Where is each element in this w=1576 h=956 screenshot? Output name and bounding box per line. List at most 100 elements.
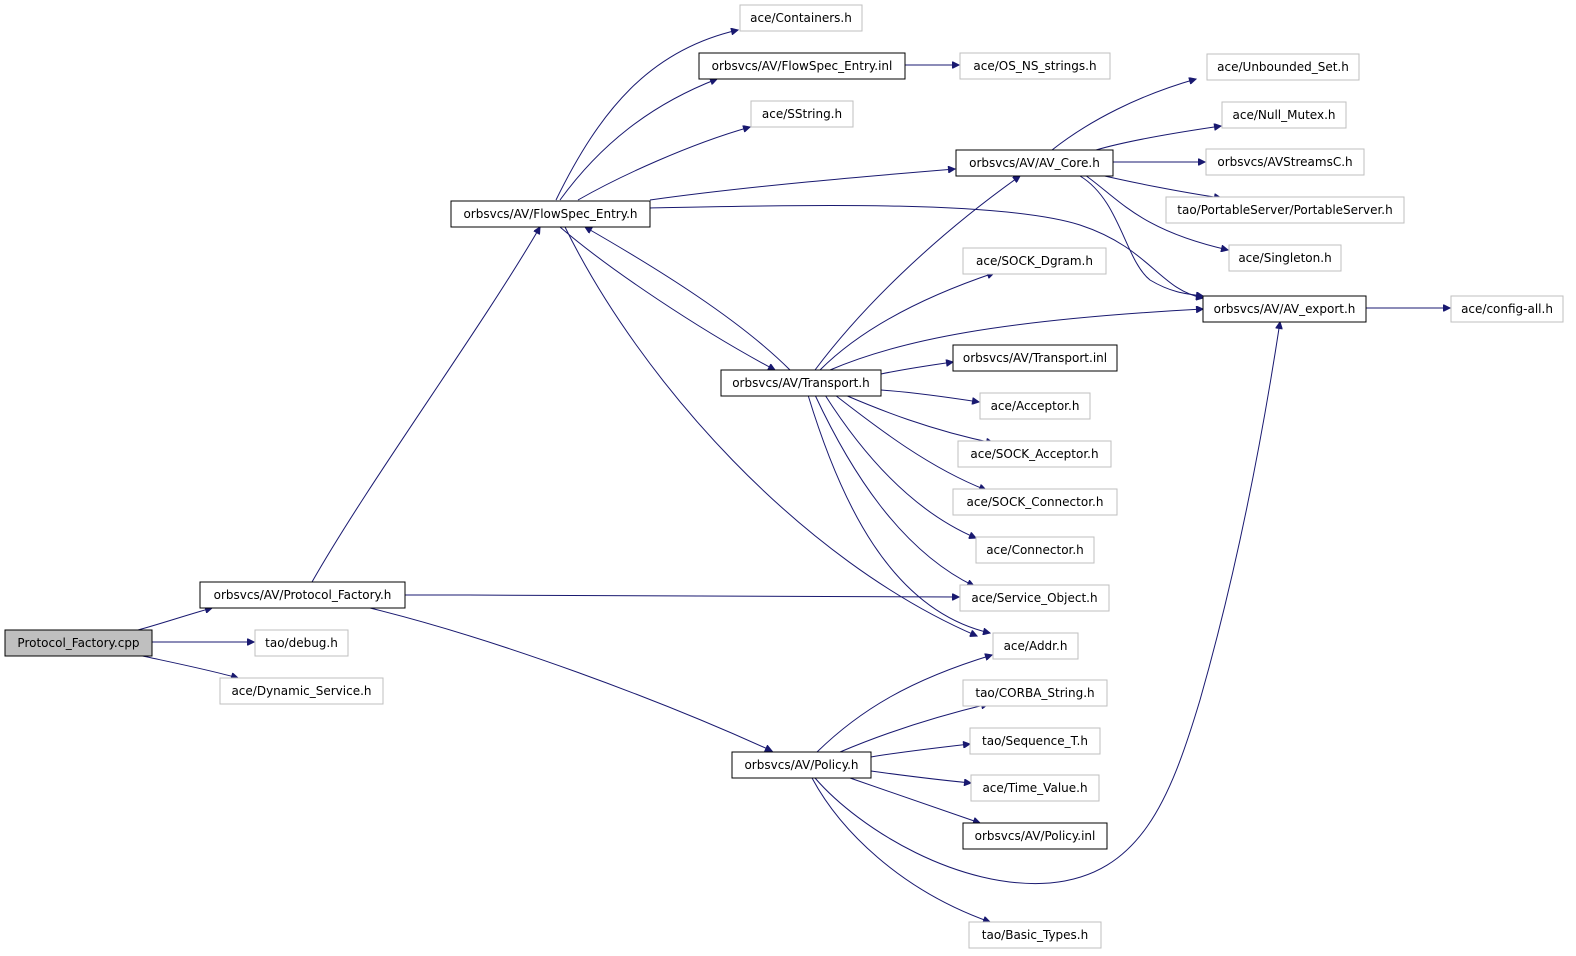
node-label-acceptor-h: ace/Acceptor.h — [991, 399, 1080, 413]
node-unbounded-set-h[interactable]: ace/Unbounded_Set.h — [1206, 53, 1360, 81]
edge-transport-h-to-service-object-h — [814, 394, 974, 586]
node-label-protocol-factory-h: orbsvcs/AV/Protocol_Factory.h — [214, 588, 392, 602]
node-label-time-value-h: ace/Time_Value.h — [982, 781, 1087, 795]
edge-flowspec-entry-h-to-av-core-h — [649, 169, 955, 201]
edge-transport-h-to-sock-acceptor-h — [844, 394, 993, 443]
edge-av-core-h-to-portableserver-h — [1095, 173, 1221, 198]
node-label-protocol-factory-cpp: Protocol_Factory.cpp — [17, 636, 139, 650]
node-label-config-all-h: ace/config-all.h — [1461, 302, 1553, 316]
edge-av-core-h-to-null-mutex-h — [1095, 126, 1221, 151]
edge-transport-h-to-flowspec-entry-h — [585, 227, 791, 371]
node-label-sock-dgram-h: ace/SOCK_Dgram.h — [976, 254, 1093, 268]
edge-protocol-factory-cpp-to-protocol-factory-h — [137, 608, 212, 631]
edge-transport-h-to-connector-h — [824, 394, 976, 538]
node-sequence-t-h[interactable]: tao/Sequence_T.h — [969, 727, 1101, 755]
node-label-service-object-h: ace/Service_Object.h — [971, 591, 1097, 605]
edge-policy-h-to-basic-types-h — [811, 777, 990, 922]
edge-protocol-factory-h-to-policy-h — [369, 607, 772, 751]
edge-av-core-h-to-unbounded-set-h — [1051, 79, 1196, 151]
node-containers-h[interactable]: ace/Containers.h — [739, 4, 863, 32]
node-flowspec-entry-h[interactable]: orbsvcs/AV/FlowSpec_Entry.h — [450, 200, 651, 228]
edge-protocol-factory-h-to-service-object-h — [404, 595, 959, 597]
node-label-av-export-h: orbsvcs/AV/AV_export.h — [1214, 302, 1356, 316]
node-connector-h[interactable]: ace/Connector.h — [975, 536, 1095, 564]
edge-transport-h-to-transport-inl — [880, 362, 953, 375]
node-policy-inl[interactable]: orbsvcs/AV/Policy.inl — [962, 822, 1108, 850]
edge-flowspec-entry-h-to-addr-h — [564, 226, 977, 636]
edge-transport-h-to-addr-h — [807, 394, 990, 633]
node-label-os-ns-strings-h: ace/OS_NS_strings.h — [973, 59, 1096, 73]
edge-policy-h-to-av-export-h — [814, 322, 1280, 885]
node-label-sock-connector-h: ace/SOCK_Connector.h — [967, 495, 1104, 509]
node-config-all-h[interactable]: ace/config-all.h — [1450, 295, 1564, 323]
node-label-transport-inl: orbsvcs/AV/Transport.inl — [963, 351, 1107, 365]
node-corba-string-h[interactable]: tao/CORBA_String.h — [962, 679, 1108, 707]
node-debug-h[interactable]: tao/debug.h — [254, 629, 349, 657]
node-label-addr-h: ace/Addr.h — [1004, 639, 1068, 653]
node-av-export-h[interactable]: orbsvcs/AV/AV_export.h — [1202, 295, 1367, 323]
node-protocol-factory-cpp[interactable]: Protocol_Factory.cpp — [4, 629, 153, 657]
node-label-singleton-h: ace/Singleton.h — [1238, 251, 1331, 265]
node-label-debug-h: tao/debug.h — [265, 636, 338, 650]
node-dynamic-service-h[interactable]: ace/Dynamic_Service.h — [219, 677, 384, 705]
node-sock-connector-h[interactable]: ace/SOCK_Connector.h — [952, 488, 1118, 516]
nodes-layer: Protocol_Factory.cpp orbsvcs/AV/Protocol… — [4, 4, 1564, 949]
edge-av-core-h-to-av-export-h — [1079, 175, 1203, 296]
edge-flowspec-entry-h-to-sstring-h — [577, 127, 750, 201]
node-transport-h[interactable]: orbsvcs/AV/Transport.h — [720, 369, 882, 397]
edge-transport-h-to-av-export-h — [829, 309, 1203, 371]
edge-flowspec-entry-h-to-transport-h — [559, 226, 775, 370]
edge-policy-h-to-corba-string-h — [839, 704, 988, 753]
node-label-dynamic-service-h: ace/Dynamic_Service.h — [231, 684, 371, 698]
node-basic-types-h[interactable]: tao/Basic_Types.h — [968, 921, 1102, 949]
node-label-sstring-h: ace/SString.h — [762, 107, 842, 121]
node-label-policy-h: orbsvcs/AV/Policy.h — [744, 758, 858, 772]
node-label-policy-inl: orbsvcs/AV/Policy.inl — [975, 829, 1096, 843]
node-sock-acceptor-h[interactable]: ace/SOCK_Acceptor.h — [957, 440, 1112, 468]
node-label-basic-types-h: tao/Basic_Types.h — [982, 928, 1088, 942]
node-label-flowspec-entry-inl: orbsvcs/AV/FlowSpec_Entry.inl — [712, 59, 893, 73]
edge-policy-h-to-time-value-h — [870, 770, 971, 783]
edge-protocol-factory-cpp-to-dynamic-service-h — [137, 654, 238, 678]
node-label-portableserver-h: tao/PortableServer/PortableServer.h — [1177, 203, 1392, 217]
node-label-corba-string-h: tao/CORBA_String.h — [975, 686, 1094, 700]
edge-transport-h-to-sock-connector-h — [834, 394, 986, 490]
node-transport-inl[interactable]: orbsvcs/AV/Transport.inl — [952, 344, 1118, 372]
edge-policy-h-to-policy-inl — [849, 777, 980, 823]
node-acceptor-h[interactable]: ace/Acceptor.h — [979, 392, 1091, 420]
edge-transport-h-to-sock-dgram-h — [819, 273, 994, 371]
edge-transport-h-to-av-core-h — [814, 176, 1020, 371]
node-sock-dgram-h[interactable]: ace/SOCK_Dgram.h — [962, 247, 1107, 275]
node-null-mutex-h[interactable]: ace/Null_Mutex.h — [1221, 101, 1347, 129]
node-av-core-h[interactable]: orbsvcs/AV/AV_Core.h — [955, 149, 1114, 177]
node-flowspec-entry-inl[interactable]: orbsvcs/AV/FlowSpec_Entry.inl — [698, 52, 906, 80]
node-label-sequence-t-h: tao/Sequence_T.h — [982, 734, 1088, 748]
node-sstring-h[interactable]: ace/SString.h — [750, 100, 854, 128]
node-label-flowspec-entry-h: orbsvcs/AV/FlowSpec_Entry.h — [463, 207, 637, 221]
node-policy-h[interactable]: orbsvcs/AV/Policy.h — [731, 751, 872, 779]
node-service-object-h[interactable]: ace/Service_Object.h — [959, 584, 1110, 612]
edges-layer — [137, 30, 1450, 922]
node-label-avstreamsc-h: orbsvcs/AVStreamsC.h — [1217, 155, 1352, 169]
edge-protocol-factory-h-to-flowspec-entry-h — [311, 227, 540, 583]
edge-flowspec-entry-h-to-flowspec-entry-inl — [559, 79, 717, 201]
node-label-null-mutex-h: ace/Null_Mutex.h — [1233, 108, 1336, 122]
node-label-containers-h: ace/Containers.h — [750, 11, 852, 25]
edge-av-core-h-to-singleton-h — [1084, 174, 1228, 250]
node-label-connector-h: ace/Connector.h — [986, 543, 1084, 557]
node-avstreamsc-h[interactable]: orbsvcs/AVStreamsC.h — [1205, 148, 1365, 176]
edge-policy-h-to-addr-h — [816, 655, 992, 753]
edge-policy-h-to-sequence-t-h — [870, 744, 970, 758]
edge-flowspec-entry-h-to-av-export-h — [649, 204, 1203, 298]
node-label-unbounded-set-h: ace/Unbounded_Set.h — [1217, 60, 1349, 74]
node-singleton-h[interactable]: ace/Singleton.h — [1228, 244, 1342, 272]
node-label-transport-h: orbsvcs/AV/Transport.h — [732, 376, 870, 390]
node-os-ns-strings-h[interactable]: ace/OS_NS_strings.h — [959, 52, 1111, 80]
node-label-sock-acceptor-h: ace/SOCK_Acceptor.h — [970, 447, 1098, 461]
node-portableserver-h[interactable]: tao/PortableServer/PortableServer.h — [1165, 196, 1405, 224]
node-time-value-h[interactable]: ace/Time_Value.h — [970, 774, 1100, 802]
node-protocol-factory-h[interactable]: orbsvcs/AV/Protocol_Factory.h — [199, 581, 406, 609]
node-label-av-core-h: orbsvcs/AV/AV_Core.h — [969, 156, 1100, 170]
node-addr-h[interactable]: ace/Addr.h — [992, 632, 1079, 660]
